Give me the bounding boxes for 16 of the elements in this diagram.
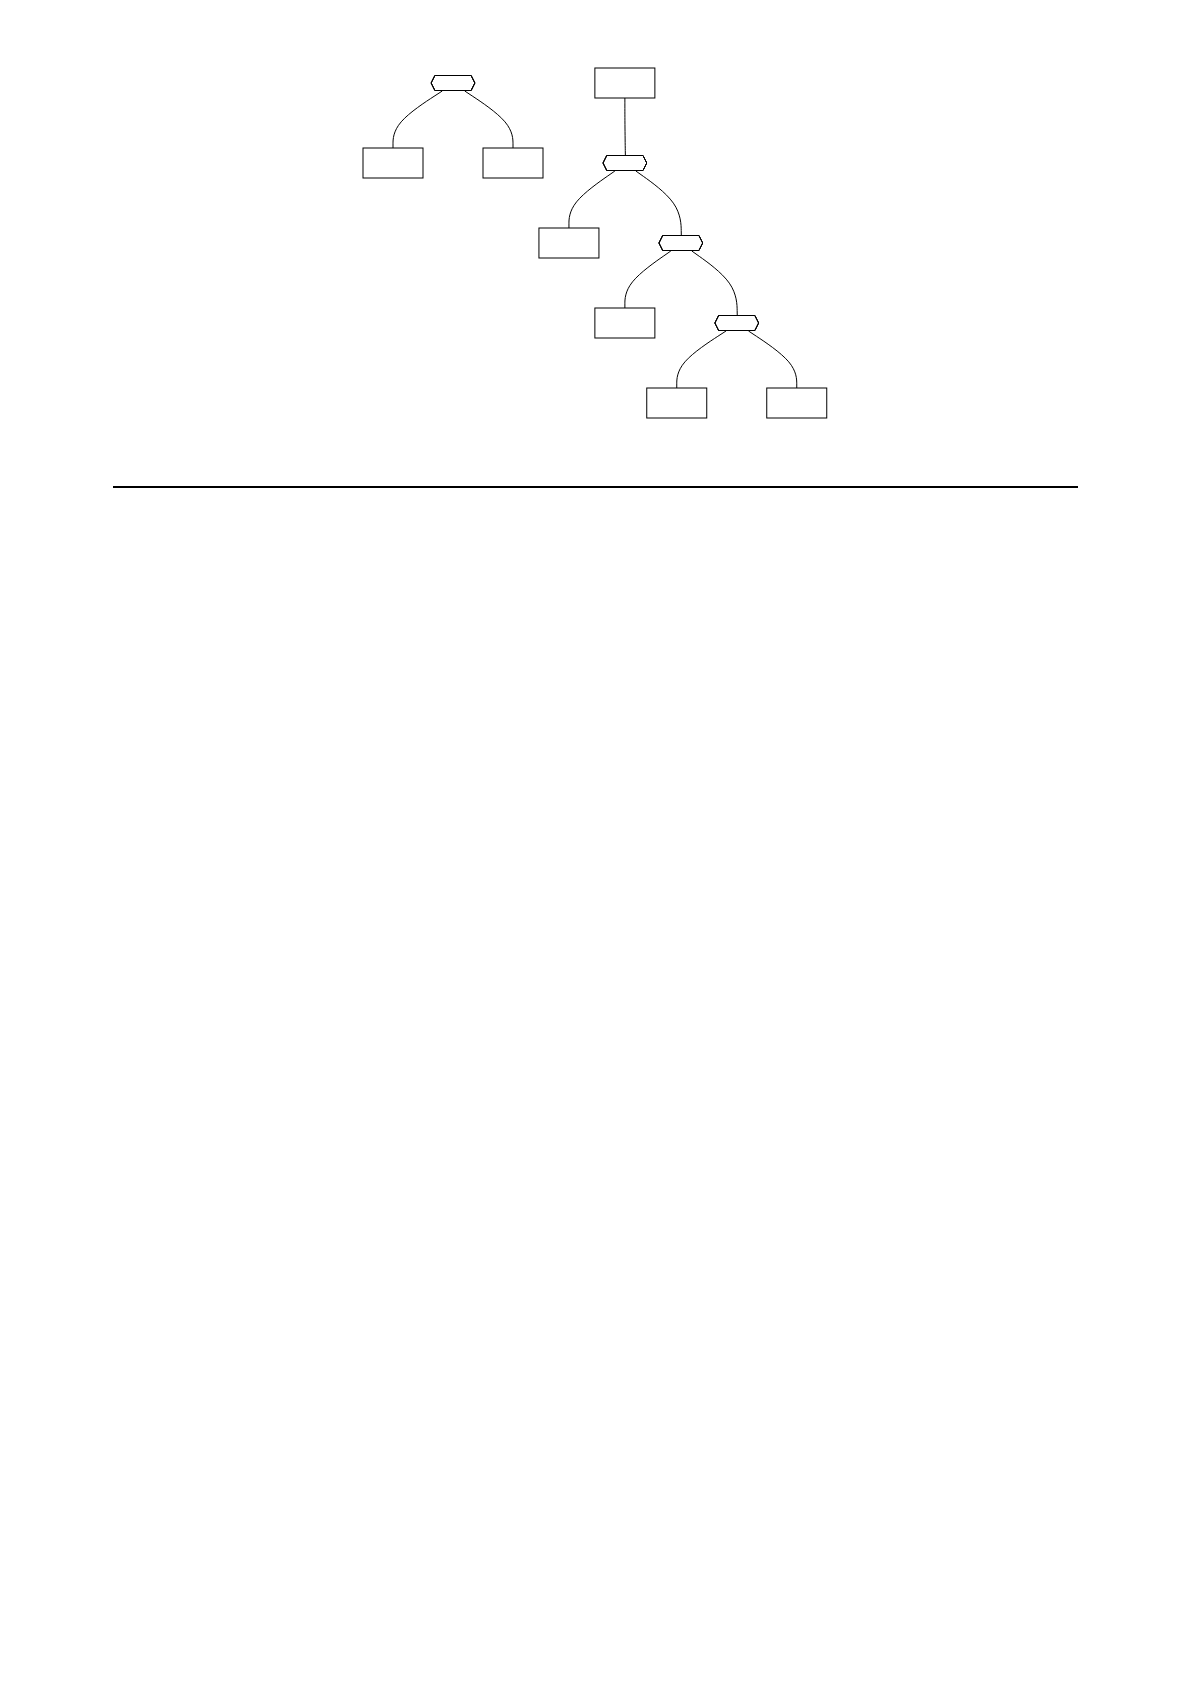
connector: [624, 250, 672, 309]
connector: [392, 90, 443, 149]
node-box: [482, 147, 544, 179]
node-box: [594, 67, 656, 99]
node-box: [766, 387, 828, 419]
connector: [676, 330, 727, 389]
node-box: [646, 387, 708, 419]
connector: [635, 170, 682, 237]
connector: [748, 330, 798, 389]
connector: [464, 90, 514, 149]
node-box: [362, 147, 424, 179]
connector: [691, 250, 738, 317]
node-box: [594, 307, 656, 339]
node-box: [538, 227, 600, 259]
connector: [568, 170, 616, 229]
connector: [624, 97, 626, 157]
